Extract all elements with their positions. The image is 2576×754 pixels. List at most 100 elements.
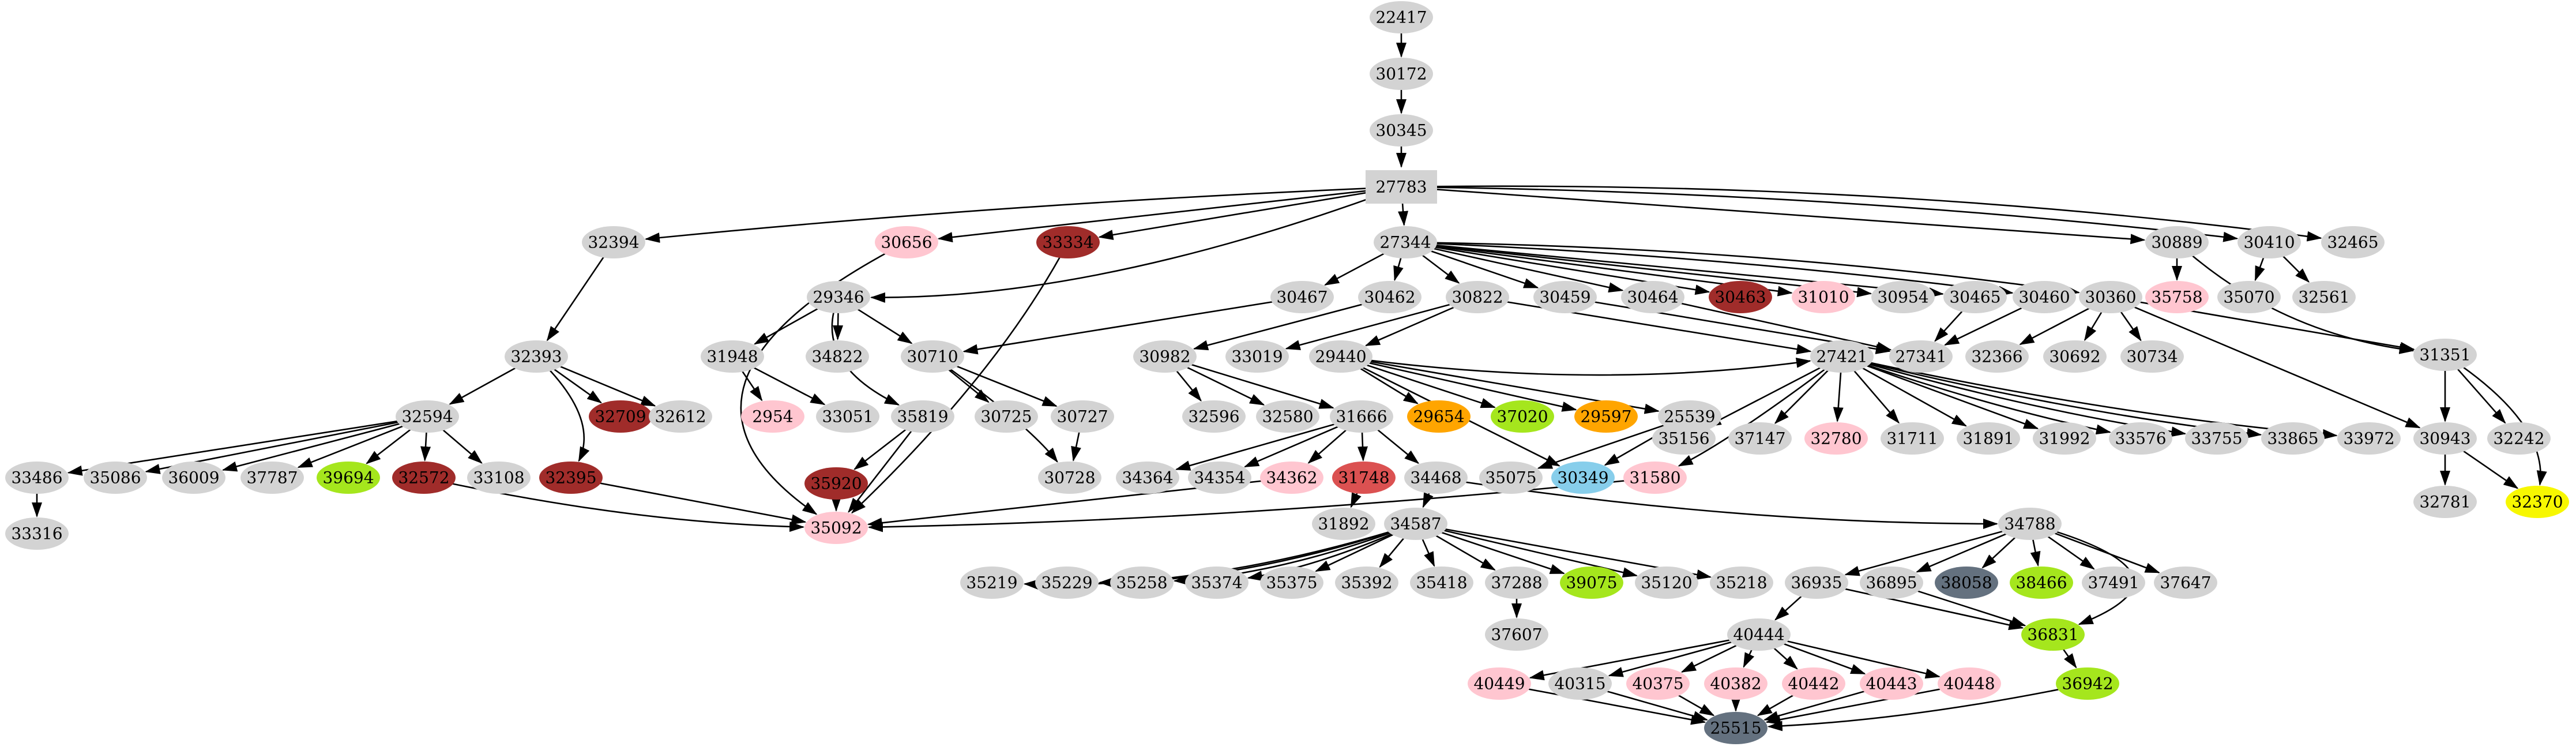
graph-node-33486: 33486 (5, 462, 69, 494)
graph-node-35229-label: 35229 (1041, 573, 1092, 592)
graph-node-33972-label: 33972 (2343, 429, 2394, 448)
graph-node-31892-label: 31892 (1318, 515, 1369, 534)
graph-node-33486-shape (5, 462, 69, 494)
graph-node-29654-shape (1407, 400, 1471, 433)
graph-node-30345-shape (1370, 114, 1433, 147)
graph-node-30710-label: 30710 (907, 347, 958, 366)
graph-node-40315-shape (1548, 667, 1612, 700)
graph-node-30360: 30360 (2079, 281, 2142, 313)
graph-node-30410: 30410 (2237, 226, 2301, 258)
graph-node-30345-label: 30345 (1375, 121, 1427, 140)
graph-node-30822: 30822 (1446, 281, 1509, 313)
graph-node-40375-label: 40375 (1632, 674, 1683, 693)
graph-node-33316-shape (5, 517, 69, 550)
graph-node-40448: 40448 (1938, 667, 2001, 700)
graph-node-35920-label: 35920 (810, 474, 862, 493)
graph-node-30656-shape (875, 226, 938, 258)
graph-node-30459-label: 30459 (1539, 288, 1590, 307)
graph-node-31580: 31580 (1623, 462, 1687, 494)
graph-node-32596: 32596 (1182, 400, 1246, 433)
graph-node-39075-shape (1560, 567, 1623, 599)
graph-node-35120-shape (1635, 567, 1698, 599)
graph-node-34362: 34362 (1260, 462, 1323, 494)
graph-node-37787-label: 37787 (246, 468, 298, 487)
graph-node-35092-shape (804, 512, 868, 544)
graph-node-37147: 37147 (1728, 422, 1792, 455)
edge-30462-30982 (1193, 296, 1390, 351)
graph-node-35086-shape (84, 462, 147, 494)
graph-node-35392-shape (1335, 567, 1398, 599)
graph-node-35258: 35258 (1110, 567, 1174, 599)
graph-node-32572-shape (392, 462, 456, 494)
graph-node-34587: 34587 (1384, 508, 1447, 540)
graph-node-35075-shape (1479, 462, 1543, 494)
graph-node-37647: 37647 (2154, 567, 2217, 599)
graph-node-40375-shape (1626, 667, 1690, 700)
graph-node-30464-label: 30464 (1627, 288, 1678, 307)
graph-node-40382: 40382 (1704, 667, 1768, 700)
graph-node-22417-label: 22417 (1375, 8, 1427, 27)
graph-node-32594-label: 32594 (401, 407, 453, 426)
edge-27344-30360 (1405, 241, 2081, 296)
edge-27783-30889 (1401, 186, 2146, 245)
graph-node-32561-shape (2292, 281, 2356, 313)
graph-node-30734-shape (2120, 340, 2184, 373)
edges-layer (32, 17, 2547, 732)
graph-node-37607: 37607 (1485, 618, 1548, 651)
graph-node-32395-shape (539, 462, 603, 494)
graph-node-36942-shape (2056, 667, 2119, 700)
graph-node-37288: 37288 (1485, 567, 1548, 599)
graph-node-30728: 30728 (1038, 462, 1101, 494)
graph-node-34364-shape (1116, 462, 1179, 494)
graph-node-30172-shape (1370, 58, 1433, 90)
graph-node-32572: 32572 (392, 462, 456, 494)
graph-node-30467-label: 30467 (1276, 288, 1328, 307)
graph-node-2954-label: 2954 (752, 407, 793, 426)
graph-node-30172: 30172 (1370, 58, 1433, 90)
graph-node-33051: 33051 (816, 400, 879, 433)
graph-node-36831-shape (2021, 618, 2085, 651)
graph-node-33334-shape (1036, 226, 1100, 258)
graph-node-22417: 22417 (1370, 1, 1433, 33)
graph-node-30463-shape (1709, 281, 1772, 313)
graph-node-33972: 33972 (2337, 422, 2401, 455)
graph-node-32561-label: 32561 (2298, 288, 2349, 307)
edge-30889-31351 (2176, 242, 2415, 354)
graph-node-32465-label: 32465 (2327, 233, 2378, 252)
graph-node-35120-label: 35120 (1641, 573, 1692, 592)
graph-node-35156-label: 35156 (1658, 429, 1709, 448)
edge-27344-30465 (1405, 241, 1944, 298)
graph-node-2954: 2954 (741, 400, 804, 433)
graph-node-31891: 31891 (1957, 422, 2020, 455)
graph-node-35418-label: 35418 (1416, 573, 1467, 592)
graph-node-32242-label: 32242 (2493, 429, 2544, 448)
graph-node-30460-shape (2013, 281, 2076, 313)
graph-node-34788-shape (1998, 508, 2062, 540)
graph-node-30410-shape (2237, 226, 2301, 258)
graph-node-32394-label: 32394 (588, 233, 639, 252)
graph-node-33865-label: 33865 (2267, 429, 2318, 448)
graph-node-30982: 30982 (1133, 340, 1197, 373)
graph-node-35375-shape (1260, 567, 1323, 599)
graph-node-33108-label: 33108 (473, 468, 524, 487)
graph-node-40448-shape (1938, 667, 2001, 700)
graph-node-30349: 30349 (1551, 462, 1615, 494)
edge-36935-36831 (1816, 582, 2024, 631)
graph-node-33019-label: 33019 (1231, 347, 1283, 366)
graph-node-32709: 32709 (589, 400, 652, 433)
graph-node-35086: 35086 (84, 462, 147, 494)
graph-node-30656-label: 30656 (881, 233, 932, 252)
graph-node-30459-shape (1533, 281, 1597, 313)
graph-node-27783-label: 27783 (1375, 178, 1427, 197)
graph-node-37787-shape (240, 462, 304, 494)
graph-node-32395-label: 32395 (545, 468, 596, 487)
graph-node-32780: 32780 (1804, 422, 1868, 455)
graph-node-30360-label: 30360 (2085, 288, 2136, 307)
graph-node-37147-label: 37147 (1734, 429, 1785, 448)
graph-node-25515-label: 25515 (1710, 719, 1761, 738)
graph-node-30462: 30462 (1358, 281, 1421, 313)
graph-node-31891-shape (1957, 422, 2020, 455)
graph-node-35375: 35375 (1260, 567, 1323, 599)
graph-node-25515-shape (1704, 712, 1768, 744)
